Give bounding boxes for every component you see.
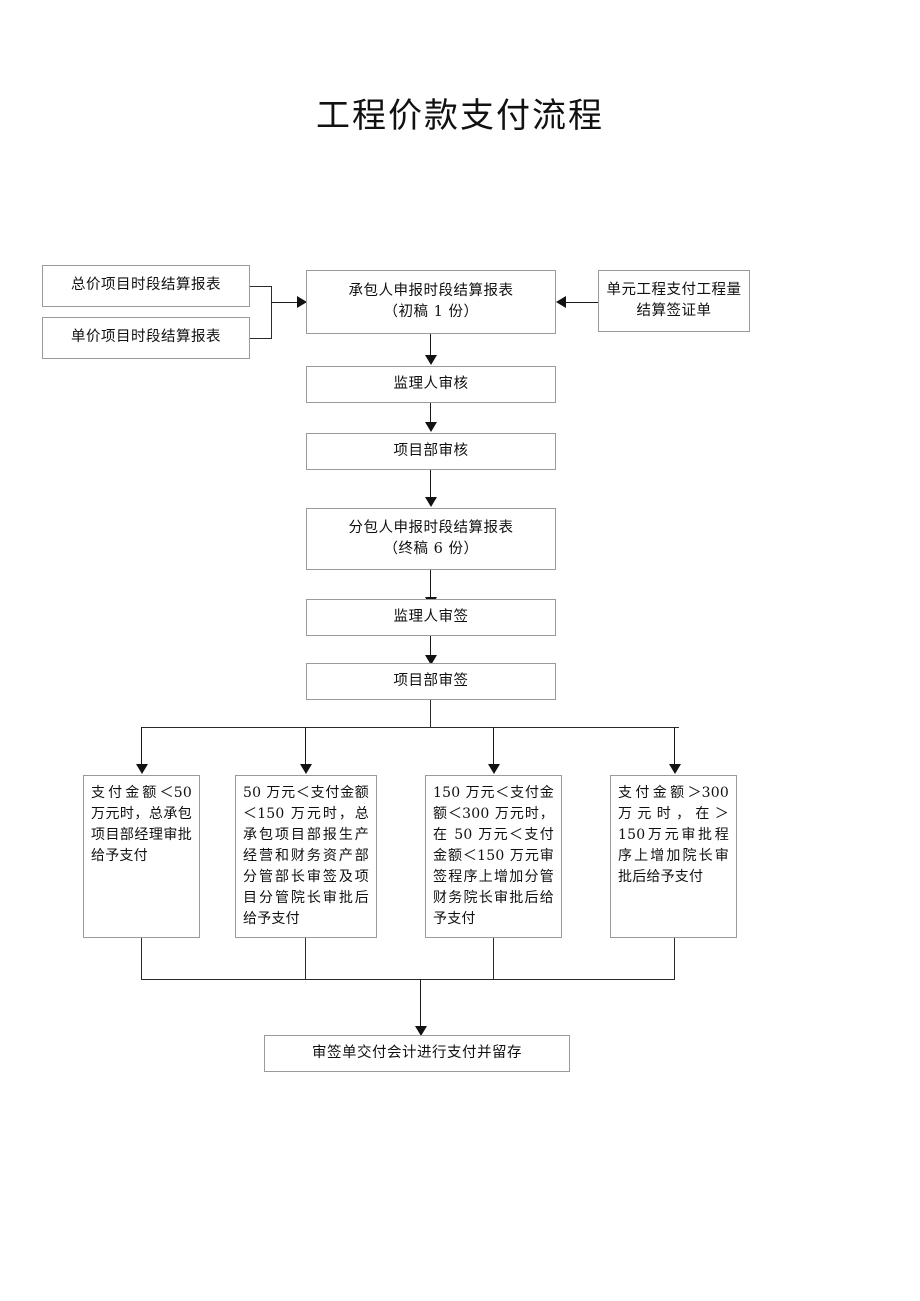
input-box-total-price-report-label: 总价项目时段结算报表 (71, 277, 221, 294)
connector-left-to-center (271, 302, 301, 303)
arrow-right-icon-left-input (297, 296, 307, 308)
connector-chain-2-3 (430, 403, 431, 423)
node-project-dept-review-label: 项目部审核 (393, 442, 469, 459)
node-supervisor-signoff-label: 监理人审签 (393, 608, 469, 625)
connector-fanout-drop-3 (493, 727, 494, 765)
branch-box-under-50w[interactable]: 支付金额＜50万元时，总承包项目部经理审批给予支付 (83, 775, 200, 938)
arrow-down-icon-branch-4 (669, 764, 681, 774)
connector-merge-riser-4 (674, 938, 675, 980)
connector-merge-riser-1 (141, 938, 142, 980)
connector-merge-riser-2 (305, 938, 306, 980)
input-box-unit-price-report-label: 单价项目时段结算报表 (71, 329, 221, 346)
connector-merge-bus (141, 979, 675, 980)
branch-box-under-50w-label: 支付金额＜50万元时，总承包项目部经理审批给予支付 (91, 785, 192, 864)
branch-box-over-300w-label: 支付金额＞300万元时，在＞150万元审批程序上增加院长审批后给予支付 (618, 785, 729, 885)
connector-chain-5-6 (430, 636, 431, 658)
arrow-left-icon-right-input (556, 296, 566, 308)
node-supervisor-review[interactable]: 监理人审核 (306, 366, 556, 403)
connector-fanout-drop-1 (141, 727, 142, 765)
input-box-unit-work-certificate-label: 单元工程支付工程量结算签证单 (606, 281, 742, 319)
arrow-down-icon-branch-2 (300, 764, 312, 774)
arrow-down-icon-chain-3 (425, 497, 437, 507)
connector-merge-riser-3 (493, 938, 494, 980)
node-contractor-report[interactable]: 承包人申报时段结算报表 （初稿 1 份） (306, 270, 556, 334)
connector-left-top-stub (250, 286, 272, 287)
connector-left-bottom-stub (250, 338, 272, 339)
branch-box-150w-to-300w-label: 150 万元＜支付金额＜300 万元时，在 50 万元＜支付金额＜150 万元审… (433, 785, 554, 927)
node-project-dept-review[interactable]: 项目部审核 (306, 433, 556, 470)
connector-left-merge-vertical (271, 286, 272, 339)
connector-right-to-center (562, 302, 598, 303)
branch-box-50w-to-150w[interactable]: 50 万元＜支付金额＜150 万元时，总承包项目部报生产经营和财务资产部分管部长… (235, 775, 377, 938)
branch-box-over-300w[interactable]: 支付金额＞300万元时，在＞150万元审批程序上增加院长审批后给予支付 (610, 775, 737, 938)
branch-box-50w-to-150w-label: 50 万元＜支付金额＜150 万元时，总承包项目部报生产经营和财务资产部分管部长… (243, 785, 369, 927)
node-subcontractor-report[interactable]: 分包人申报时段结算报表 （终稿 6 份） (306, 508, 556, 570)
node-project-dept-signoff-label: 项目部审签 (393, 672, 469, 689)
connector-fanout-stem (430, 700, 431, 728)
page-title: 工程价款支付流程 (316, 96, 604, 136)
node-final-accounting-label: 审签单交付会计进行支付并留存 (312, 1044, 522, 1061)
connector-merge-to-final (420, 979, 421, 1027)
node-supervisor-review-label: 监理人审核 (393, 375, 469, 392)
connector-fanout-bus (141, 727, 679, 728)
arrow-down-icon-chain-1 (425, 355, 437, 365)
node-supervisor-signoff[interactable]: 监理人审签 (306, 599, 556, 636)
arrow-down-icon-chain-5 (425, 655, 437, 665)
node-final-accounting[interactable]: 审签单交付会计进行支付并留存 (264, 1035, 570, 1072)
input-box-total-price-report[interactable]: 总价项目时段结算报表 (42, 265, 250, 307)
arrow-down-icon-branch-3 (488, 764, 500, 774)
connector-fanout-drop-4 (674, 727, 675, 765)
connector-chain-1-2 (430, 334, 431, 356)
node-project-dept-signoff[interactable]: 项目部审签 (306, 663, 556, 700)
arrow-down-icon-chain-2 (425, 422, 437, 432)
input-box-unit-work-certificate[interactable]: 单元工程支付工程量结算签证单 (598, 270, 750, 332)
arrow-down-icon-final (415, 1026, 427, 1036)
arrow-down-icon-branch-1 (136, 764, 148, 774)
input-box-unit-price-report[interactable]: 单价项目时段结算报表 (42, 317, 250, 359)
connector-chain-3-4 (430, 470, 431, 498)
connector-chain-4-5 (430, 570, 431, 598)
node-subcontractor-report-label: 分包人申报时段结算报表 (348, 519, 514, 536)
node-subcontractor-report-sublabel: （终稿 6 份） (383, 541, 479, 557)
node-contractor-report-sublabel: （初稿 1 份） (383, 304, 479, 320)
node-contractor-report-label: 承包人申报时段结算报表 (348, 282, 514, 299)
connector-fanout-drop-2 (305, 727, 306, 765)
branch-box-150w-to-300w[interactable]: 150 万元＜支付金额＜300 万元时，在 50 万元＜支付金额＜150 万元审… (425, 775, 562, 938)
